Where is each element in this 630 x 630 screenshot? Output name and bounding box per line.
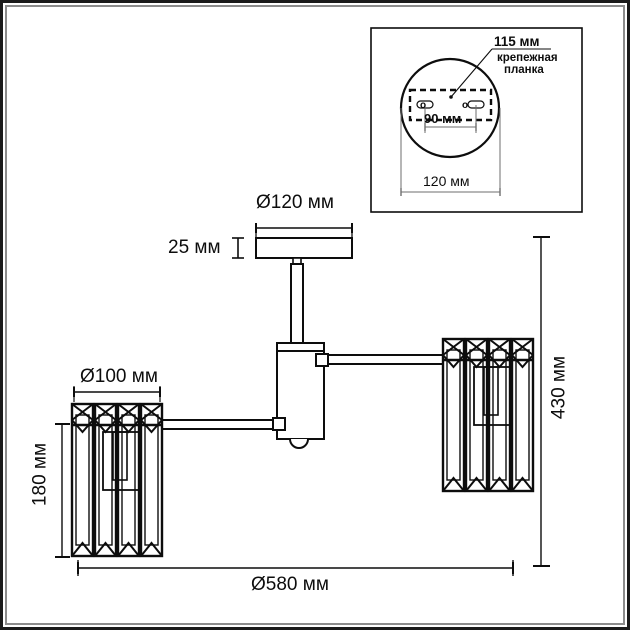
label-canopy-diameter: Ø120 мм: [256, 192, 334, 213]
label-shade-diameter: Ø100 мм: [80, 366, 158, 387]
inset-label-90: 90 мм: [424, 111, 462, 126]
page-frame-inner: [5, 5, 625, 625]
arm-joint-upper-right: [315, 353, 329, 367]
inset-mounting-detail: [370, 27, 583, 213]
crystal-bar: [139, 402, 164, 558]
crystal-bar: [441, 337, 466, 493]
dim-canopy-diameter: [255, 223, 353, 238]
central-body-cap: [276, 342, 325, 352]
shade-right: [441, 337, 535, 493]
label-canopy-height: 25 мм: [168, 237, 221, 258]
dim-total-height: [533, 236, 550, 567]
ceiling-canopy: [255, 237, 353, 259]
shade-left: [70, 402, 164, 558]
dim-total-spread: [77, 560, 514, 576]
crystal-bar: [70, 402, 95, 558]
dim-canopy-height: [232, 237, 244, 259]
crystal-bar: [510, 337, 535, 493]
inset-hole-marker-left: o: [420, 100, 427, 111]
inset-label-bracket-line2: планка: [504, 64, 544, 76]
label-total-height: 430 мм: [548, 355, 570, 420]
lamp-socket: [112, 431, 128, 481]
dim-shade-height: [55, 423, 70, 558]
central-body-finial: [289, 438, 309, 449]
dim-shade-diameter: [73, 386, 161, 402]
inset-mounting-plate-outline: [408, 88, 493, 122]
inset-hole-marker-right: o: [462, 100, 469, 111]
inset-label-120: 120 мм: [423, 173, 470, 189]
inset-base-circle: [399, 57, 501, 159]
inset-label-115: 115 мм: [494, 34, 540, 49]
arm-left: [144, 419, 274, 430]
down-rod: [290, 263, 304, 344]
lamp-socket: [483, 366, 499, 416]
arm-joint-lower-left: [272, 417, 286, 431]
label-total-spread: Ø580 мм: [251, 574, 329, 595]
label-shade-height: 180 мм: [29, 442, 51, 507]
inset-leader-line: [450, 48, 493, 98]
inset-label-bracket-line1: крепежная: [497, 52, 558, 64]
arm-right: [327, 354, 457, 365]
